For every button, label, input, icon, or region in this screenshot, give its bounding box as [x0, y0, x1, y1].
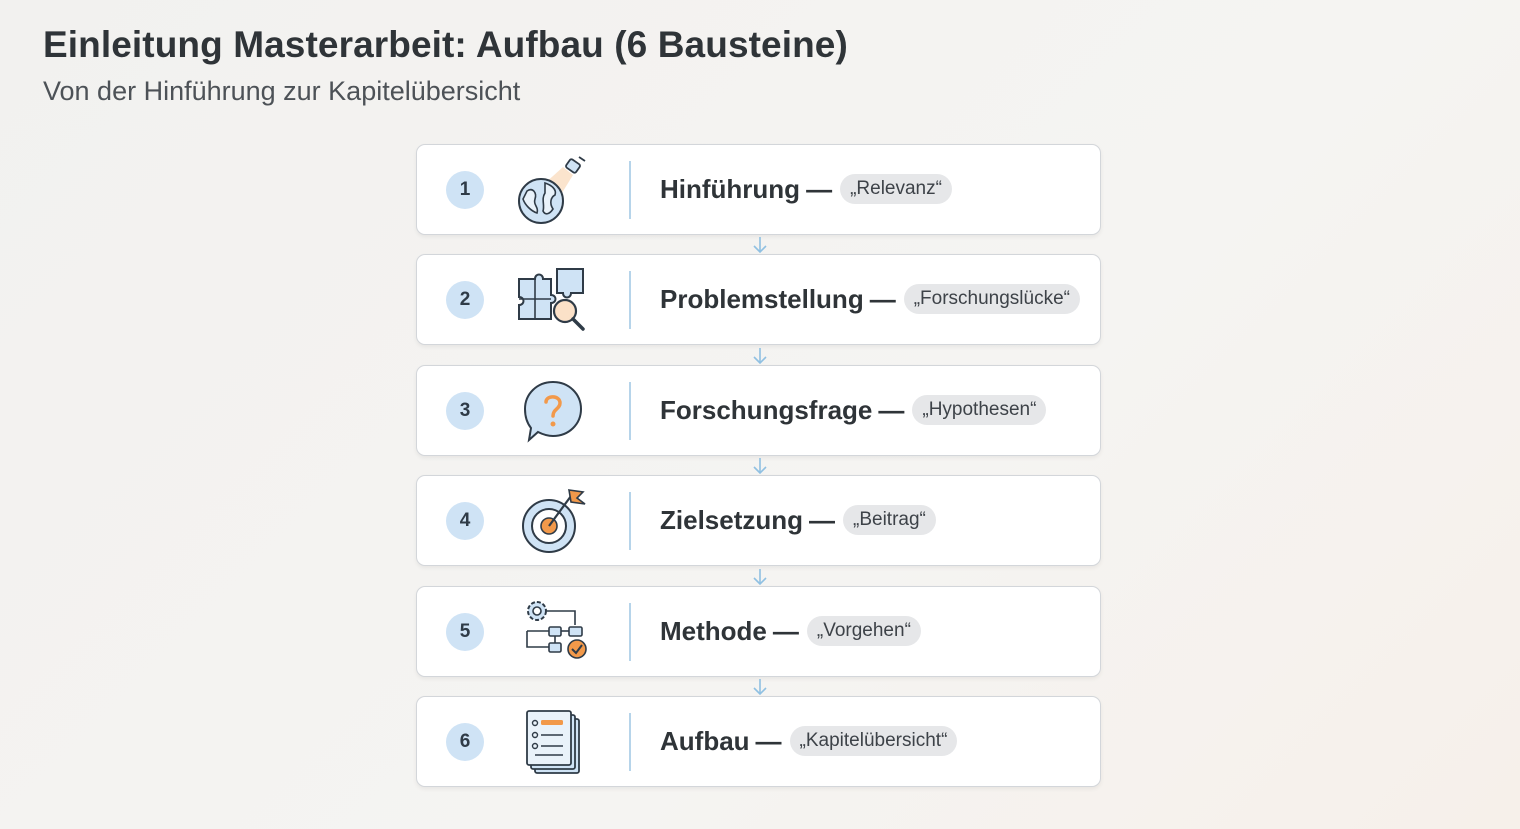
connector-arrow — [753, 679, 767, 697]
step-card-1: 1 Hinführung — „Relevanz“ — [416, 144, 1101, 235]
step-label: Problemstellung — „Forschungslücke“ — [660, 255, 1080, 343]
step-dash: — — [878, 394, 905, 425]
connector-arrow — [753, 458, 767, 476]
gear-flowchart-icon — [513, 597, 589, 667]
step-title: Problemstellung — [660, 283, 864, 314]
step-tag: „Beitrag“ — [843, 505, 936, 535]
step-card-4: 4 Zielsetzung — „Beitrag“ — [416, 475, 1101, 566]
step-dash: — — [772, 615, 799, 646]
divider — [629, 382, 631, 440]
step-label: Hinführung — „Relevanz“ — [660, 145, 952, 233]
connector-arrow — [753, 569, 767, 587]
step-title: Zielsetzung — [660, 504, 804, 535]
document-list-icon — [513, 707, 589, 777]
connector-arrow — [753, 348, 767, 366]
connector-arrow — [753, 237, 767, 255]
divider — [629, 492, 631, 550]
step-number-badge: 6 — [446, 723, 484, 761]
step-card-6: 6 Aufbau — „Kapitelübersicht“ — [416, 696, 1101, 787]
step-label: Methode — „Vorgehen“ — [660, 587, 921, 675]
step-card-2: 2 Problemstellung — „Forschungslücke“ — [416, 254, 1101, 345]
divider — [629, 603, 631, 661]
divider — [629, 271, 631, 329]
step-label: Forschungsfrage — „Hypothesen“ — [660, 366, 1047, 454]
divider — [629, 713, 631, 771]
step-tag: „Relevanz“ — [840, 174, 952, 204]
step-number-badge: 4 — [446, 502, 484, 540]
step-card-5: 5 Methode — „Vorgehen“ — [416, 586, 1101, 677]
step-title: Hinführung — [660, 173, 801, 204]
step-number-badge: 2 — [446, 281, 484, 319]
step-dash: — — [869, 283, 896, 314]
step-card-3: 3 Forschungsfrage — „Hypothesen“ — [416, 365, 1101, 456]
step-tag: „Vorgehen“ — [806, 616, 921, 646]
globe-spotlight-icon — [513, 155, 589, 225]
step-dash: — — [806, 173, 833, 204]
step-dash: — — [809, 504, 836, 535]
step-label: Zielsetzung — „Beitrag“ — [660, 476, 936, 564]
question-bubble-icon — [513, 376, 589, 446]
step-number-badge: 5 — [446, 613, 484, 651]
target-flag-icon — [513, 486, 589, 556]
step-label: Aufbau — „Kapitelübersicht“ — [660, 697, 958, 785]
step-title: Forschungsfrage — [660, 394, 873, 425]
step-number-badge: 3 — [446, 392, 484, 430]
divider — [629, 161, 631, 219]
step-dash: — — [755, 725, 782, 756]
step-title: Methode — [660, 615, 767, 646]
step-tag: „Hypothesen“ — [912, 395, 1047, 425]
step-title: Aufbau — [660, 725, 750, 756]
page-subtitle: Von der Hinführung zur Kapitelübersicht — [43, 76, 521, 106]
puzzle-magnifier-icon — [513, 265, 589, 335]
step-tag: „Kapitelübersicht“ — [789, 726, 958, 756]
page-title: Einleitung Masterarbeit: Aufbau (6 Baust… — [43, 24, 848, 65]
step-number-badge: 1 — [446, 171, 484, 209]
step-tag: „Forschungslücke“ — [903, 284, 1080, 314]
